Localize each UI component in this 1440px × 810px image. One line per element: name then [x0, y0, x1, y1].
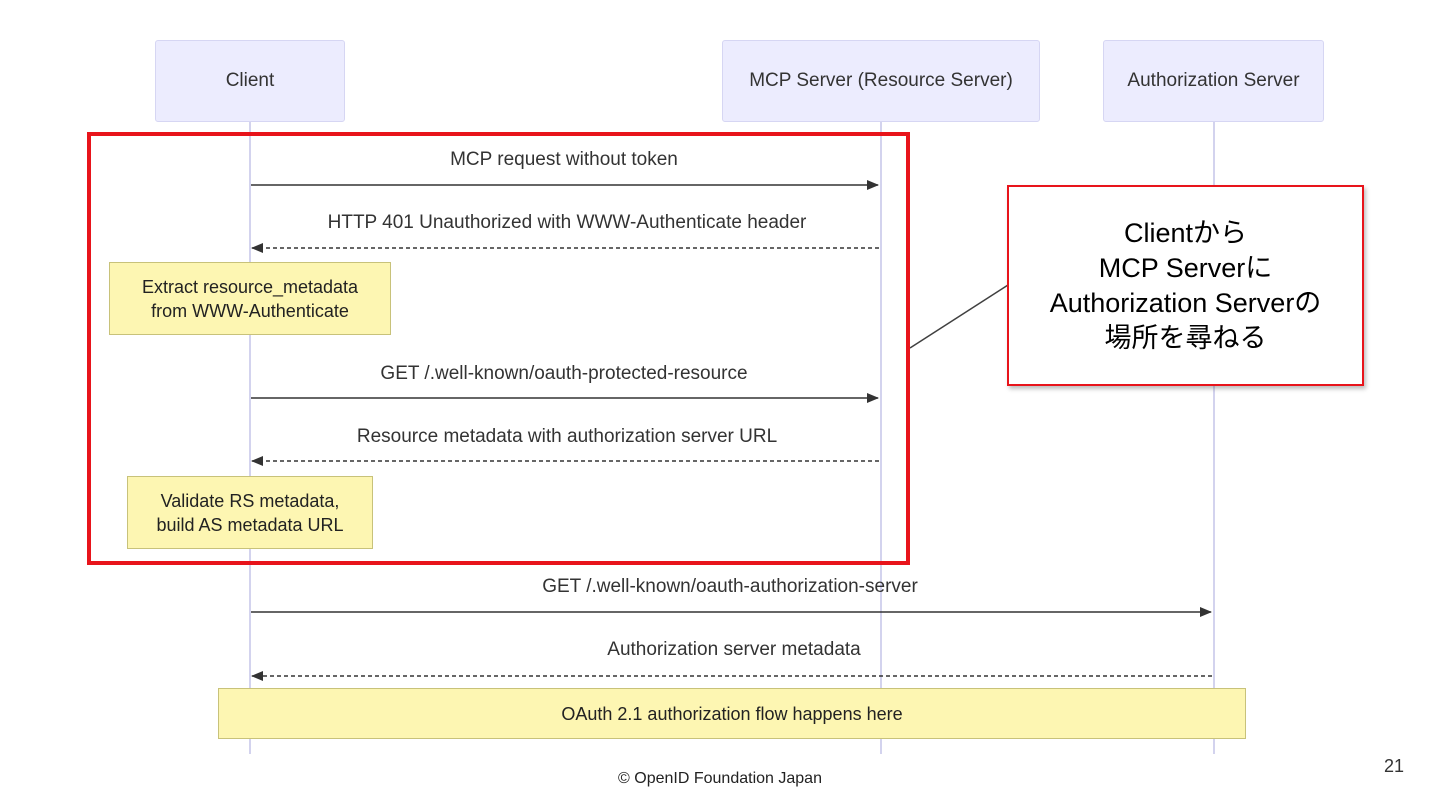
note-validate-rs-metadata: Validate RS metadata, build AS metadata … — [127, 476, 373, 549]
mcp-server-lifeline — [880, 122, 882, 754]
auth-server-lifeline — [1213, 122, 1215, 754]
note-extract-line-2: from WWW-Authenticate — [151, 300, 349, 321]
client-lifeline — [249, 122, 251, 754]
message-label-resource-metadata: Resource metadata with authorization ser… — [356, 426, 778, 447]
callout-box: Clientから MCP Serverに Authorization Serve… — [1007, 185, 1364, 386]
message-label-get-authorization-server: GET /.well-known/oauth-authorization-ser… — [542, 576, 918, 597]
participant-mcp-server: MCP Server (Resource Server) — [722, 40, 1040, 122]
message-label-get-protected-resource: GET /.well-known/oauth-protected-resourc… — [380, 363, 748, 384]
callout-line-3: Authorization Serverの — [1049, 287, 1322, 318]
note-extract-line-1: Extract resource_metadata — [141, 276, 359, 297]
participant-auth-server: Authorization Server — [1103, 40, 1324, 122]
callout-line-4: 場所を尋ねる — [1104, 322, 1267, 353]
note-validate-line-2: build AS metadata URL — [156, 514, 344, 535]
participant-client-label: Client — [225, 70, 275, 91]
note-extract-resource-metadata: Extract resource_metadata from WWW-Authe… — [109, 262, 391, 335]
message-label-http-401: HTTP 401 Unauthorized with WWW-Authentic… — [327, 212, 807, 233]
note-validate-line-1: Validate RS metadata, — [160, 490, 340, 511]
participant-client: Client — [155, 40, 345, 122]
footer-copyright: © OpenID Foundation Japan — [618, 770, 822, 787]
participant-auth-server-label: Authorization Server — [1127, 70, 1300, 91]
message-label-auth-server-metadata: Authorization server metadata — [607, 639, 861, 660]
callout-connector — [909, 284, 1009, 349]
message-label-mcp-request: MCP request without token — [450, 149, 678, 170]
page-number: 21 — [1384, 756, 1405, 776]
callout-line-2: MCP Serverに — [1098, 252, 1273, 283]
callout-line-1: Clientから — [1123, 217, 1248, 248]
note-oauth-flow: OAuth 2.1 authorization flow happens her… — [218, 688, 1246, 739]
participant-mcp-server-label: MCP Server (Resource Server) — [749, 70, 1013, 91]
highlight-box — [87, 132, 910, 565]
note-oauth-flow-label: OAuth 2.1 authorization flow happens her… — [561, 703, 903, 724]
